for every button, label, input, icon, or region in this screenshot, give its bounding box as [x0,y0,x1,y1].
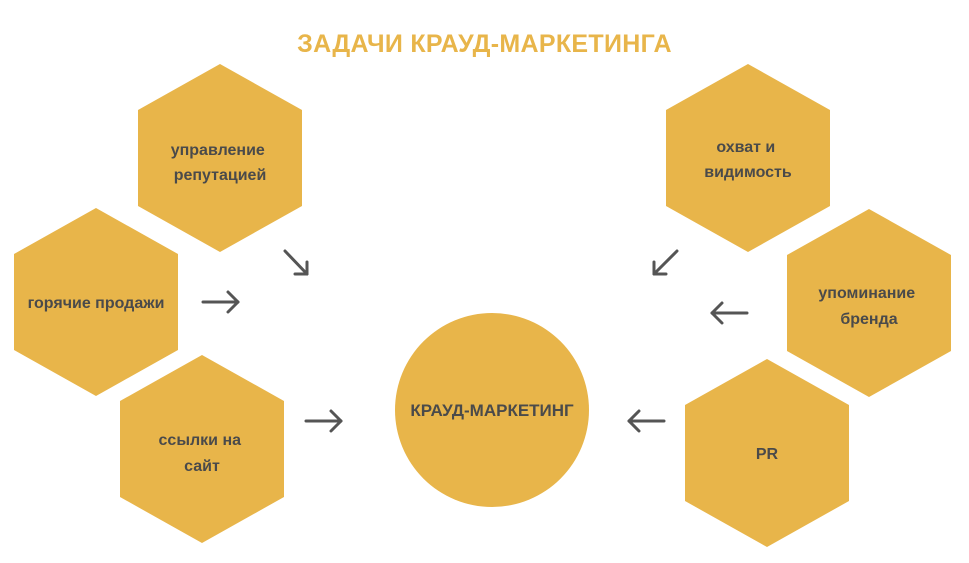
hex-reach [666,64,830,252]
label-brand-mention-line2: бренда [840,311,897,328]
hex-pr [685,359,849,547]
arrow-pr [627,409,666,433]
arrow-site-links [304,409,343,433]
hex-site-links [120,355,284,543]
label-site-links: ссылки на сайт [159,432,246,475]
label-reach: охват и видимость [704,139,792,181]
label-site-links-line2: сайт [184,458,220,475]
hex-reputation [138,64,302,252]
label-brand-mention: упоминание бренда [818,285,919,328]
hex-brand-mention [787,209,951,397]
label-reputation: управление репутацией [171,142,270,184]
label-site-links-line1: ссылки на [159,432,242,449]
label-hot-sales: горячие продажи [28,295,165,312]
label-pr-line1: PR [756,446,779,463]
hex-hot-sales [14,208,178,396]
diagram-title: ЗАДАЧИ КРАУД-МАРКЕТИНГА [297,30,672,58]
label-reputation-line1: управление [171,142,265,159]
arrow-reputation [283,249,309,276]
center-circle [395,313,589,507]
label-reach-line1: охват и [716,139,775,156]
arrow-brand-mention [710,301,749,325]
label-hot-sales-line1: горячие продажи [28,295,165,312]
label-brand-mention-line1: упоминание [818,285,915,302]
arrow-hot-sales [201,290,240,314]
label-reputation-line2: репутацией [174,167,267,184]
label-pr: PR [756,446,779,463]
arrow-reach [652,249,679,276]
center-label: КРАУД-МАРКЕТИНГ [410,401,574,420]
label-reach-line2: видимость [704,164,792,181]
